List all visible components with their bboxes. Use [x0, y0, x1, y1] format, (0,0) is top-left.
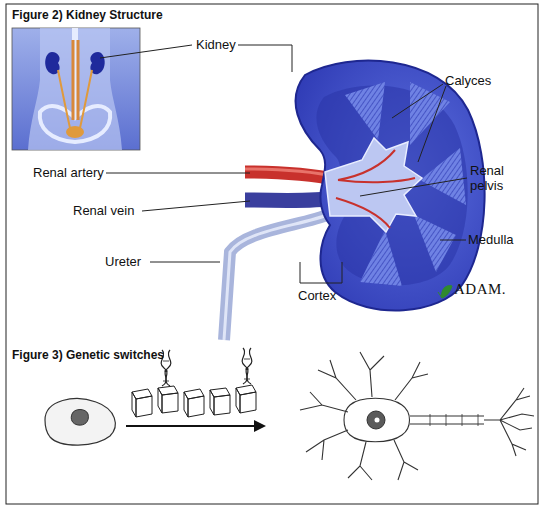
figure-title: Figure 3) Genetic switches	[12, 348, 164, 363]
aorta	[73, 40, 78, 120]
bracket	[300, 262, 342, 283]
inset-ureter	[58, 70, 92, 128]
nucleolus	[375, 418, 380, 423]
switch-block	[158, 386, 178, 413]
bladder	[66, 126, 84, 138]
switch-block	[184, 389, 204, 417]
part-label: Cortex	[298, 288, 336, 303]
torso-silhouette	[28, 28, 122, 150]
arrow-head	[254, 420, 266, 432]
leader-line	[418, 86, 446, 162]
leader-lines	[100, 45, 467, 283]
inset-frame	[12, 28, 140, 150]
myelin-marks	[430, 414, 478, 426]
leader-line	[238, 45, 292, 72]
leader-line	[100, 45, 192, 58]
cell-nucleus	[71, 410, 88, 426]
figure-title: Figure 2) Kidney Structure	[12, 8, 163, 23]
leader-line	[142, 201, 250, 211]
switch-block	[210, 388, 230, 415]
ureter-highlight	[224, 214, 330, 340]
axon	[410, 416, 484, 424]
part-label: Renal artery	[33, 165, 104, 180]
part-label: Renal vein	[73, 203, 134, 218]
kidney-section	[224, 61, 485, 340]
switch-block	[236, 385, 256, 413]
dendrites	[300, 352, 428, 480]
renal-pelvis-shape	[325, 138, 422, 232]
leader-line	[150, 262, 220, 263]
renal-pyramid	[420, 148, 466, 205]
part-label: Kidney	[196, 37, 236, 52]
neuron-nucleus	[367, 411, 385, 429]
part-label: Calyces	[445, 73, 491, 88]
part-label: Medulla	[468, 232, 514, 247]
switch-block	[132, 389, 152, 417]
dna-rungs	[244, 359, 250, 379]
part-label: Ureter	[105, 254, 141, 269]
kidney-medulla-zone	[316, 85, 467, 285]
logo-leaf	[438, 286, 452, 298]
part-label: Renal pelvis	[470, 163, 518, 193]
switch-blocks	[132, 385, 256, 417]
leader-line	[106, 173, 250, 174]
dna-rungs	[163, 361, 169, 381]
renal-pyramid	[345, 82, 385, 140]
stem-cell	[45, 399, 115, 446]
neuron-body	[344, 398, 410, 442]
leader-line	[360, 178, 467, 196]
arrow-line	[126, 425, 256, 427]
dna-strand	[243, 348, 252, 384]
genetic-switches	[45, 348, 534, 480]
renal-pyramid	[360, 230, 402, 286]
figure-frame	[6, 4, 538, 504]
neuron	[300, 352, 534, 480]
dna-strand	[242, 348, 251, 384]
pelvis-bone	[40, 106, 110, 142]
dna-helix	[161, 348, 252, 386]
ureter-tube	[224, 214, 330, 340]
leader-line	[440, 240, 466, 241]
body-inset	[12, 28, 140, 150]
renal-pyramid	[414, 215, 456, 272]
logo-text: ADAM.	[454, 282, 506, 297]
axon-terminal	[484, 388, 534, 456]
kidney-cortex	[296, 61, 485, 311]
leader-line	[392, 84, 443, 118]
